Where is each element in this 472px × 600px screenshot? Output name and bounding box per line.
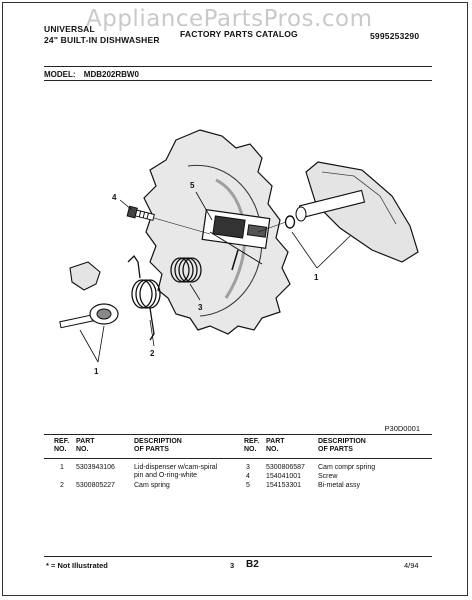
cam-spring — [127, 254, 161, 341]
header-rule — [44, 66, 432, 67]
table-top-rule — [44, 434, 432, 435]
page-number: 3 — [230, 561, 235, 570]
part-description: Cam compr spring — [318, 464, 376, 471]
product-title: 24" BUILT-IN DISHWASHER — [44, 35, 160, 45]
header-ref-left: REF. NO. — [54, 438, 70, 453]
ref-no: 4 — [246, 473, 250, 480]
part-description: Screw — [318, 473, 338, 480]
callout-5: 5 — [190, 181, 195, 190]
footer-rule — [44, 556, 432, 557]
callout-2: 2 — [150, 349, 155, 358]
catalog-date: 4/94 — [404, 561, 419, 570]
figure-code: P30D0001 — [384, 424, 420, 433]
part-no: 154041001 — [266, 473, 302, 480]
watermark: AppliancePartsPros.com — [86, 6, 373, 32]
model-number: MDB202RBW0 — [83, 70, 139, 79]
section-code: B2 — [246, 559, 259, 570]
cam-compression-spring — [170, 257, 202, 283]
table-row: 3 — [246, 464, 250, 472]
ref-no: 3 — [246, 464, 250, 471]
catalog-title: FACTORY PARTS CATALOG — [180, 29, 298, 39]
header-ref-right: REF. NO. — [244, 438, 260, 453]
table-row: 2 — [60, 482, 64, 490]
bimetal-block — [212, 215, 246, 239]
catalog-number: 5995253290 — [370, 31, 420, 41]
dispenser-lid-right — [305, 161, 419, 263]
model-label: MODEL: — [44, 70, 76, 79]
o-ring — [284, 215, 296, 229]
part-no: 5300806587 — [266, 464, 305, 471]
table-row: 1 — [60, 464, 64, 472]
dispenser-lid-left — [69, 261, 101, 291]
brand: UNIVERSAL — [44, 24, 95, 34]
part-no: 5300805227 — [76, 482, 115, 489]
bimetal-terminal — [246, 224, 268, 238]
table-row: 4 — [246, 473, 250, 481]
ref-no: 1 — [60, 464, 64, 471]
table-header-rule — [44, 458, 432, 459]
part-description: Cam spring — [134, 482, 170, 489]
ref-no: 2 — [60, 482, 64, 489]
model-line: MODEL: MDB202RBW0 — [44, 70, 139, 79]
callout-3: 3 — [198, 303, 203, 312]
part-description: Bi-metal assy — [318, 482, 361, 489]
screw — [126, 205, 155, 221]
exploded-parts-diagram: 4 5 1 3 2 1 — [59, 129, 419, 376]
header-desc-left: DESCRIPTION OF PARTS — [134, 438, 182, 453]
table-row: 5 — [246, 482, 250, 490]
ref-no: 5 — [246, 482, 250, 489]
callout-1-left: 1 — [94, 367, 99, 376]
page-border — [2, 2, 468, 596]
part-description: Lid-dispenser w/cam-spiral pin and O-rin… — [134, 464, 218, 479]
callout-1-right: 1 — [314, 273, 319, 282]
header-part-left: PART NO. — [76, 438, 95, 453]
not-illustrated-note: * = Not Illustrated — [46, 561, 108, 570]
model-rule — [44, 80, 432, 81]
header-part-right: PART NO. — [266, 438, 285, 453]
part-no: 5303943106 — [76, 464, 115, 471]
part-no: 154153301 — [266, 482, 302, 489]
callout-4: 4 — [112, 193, 117, 202]
header-desc-right: DESCRIPTION OF PARTS — [318, 438, 366, 453]
